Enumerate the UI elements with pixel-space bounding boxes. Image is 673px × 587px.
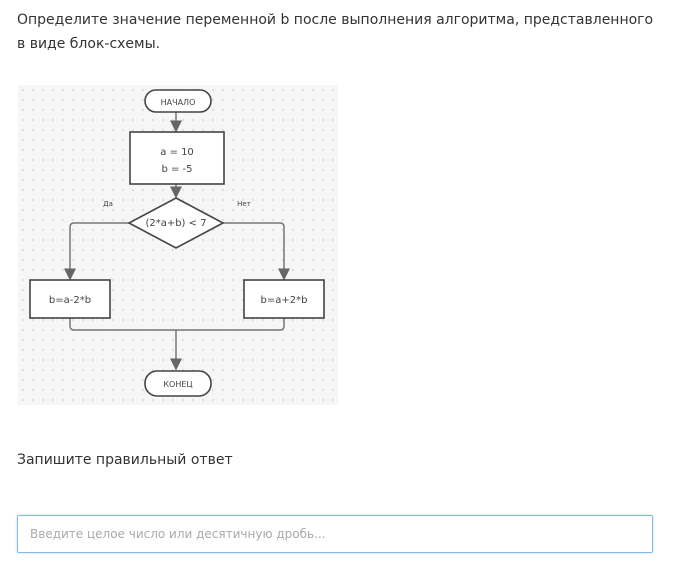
flowchart: НАЧАЛО a = 10 b = -5 (2*a+b) < 7 Да Нет … — [29, 89, 325, 397]
connector-yes — [64, 222, 129, 281]
yes-label: Да — [103, 200, 113, 208]
no-action-label: b=a+2*b — [261, 295, 308, 306]
flowchart-image: НАЧАЛО a = 10 b = -5 (2*a+b) < 7 Да Нет … — [18, 85, 338, 405]
no-action-block — [243, 279, 325, 319]
init-line-1: a = 10 — [160, 147, 194, 158]
no-label: Нет — [237, 200, 251, 208]
connector-no — [223, 222, 290, 281]
question-text: Определите значение переменной b после в… — [17, 12, 654, 52]
yes-action-label: b=a-2*b — [49, 295, 91, 306]
answer-prompt: Запишите правильный ответ — [17, 452, 233, 468]
condition-label: (2*a+b) < 7 — [145, 218, 206, 229]
yes-action-block — [29, 279, 111, 319]
condition-diamond — [127, 197, 225, 249]
connector-merge — [69, 318, 285, 331]
start-terminal — [144, 89, 212, 113]
init-line-2: b = -5 — [161, 164, 192, 175]
end-terminal — [144, 370, 212, 397]
init-block — [129, 131, 225, 185]
start-label: НАЧАЛО — [161, 98, 196, 107]
end-label: КОНЕЦ — [163, 380, 192, 389]
answer-input[interactable] — [17, 515, 653, 553]
